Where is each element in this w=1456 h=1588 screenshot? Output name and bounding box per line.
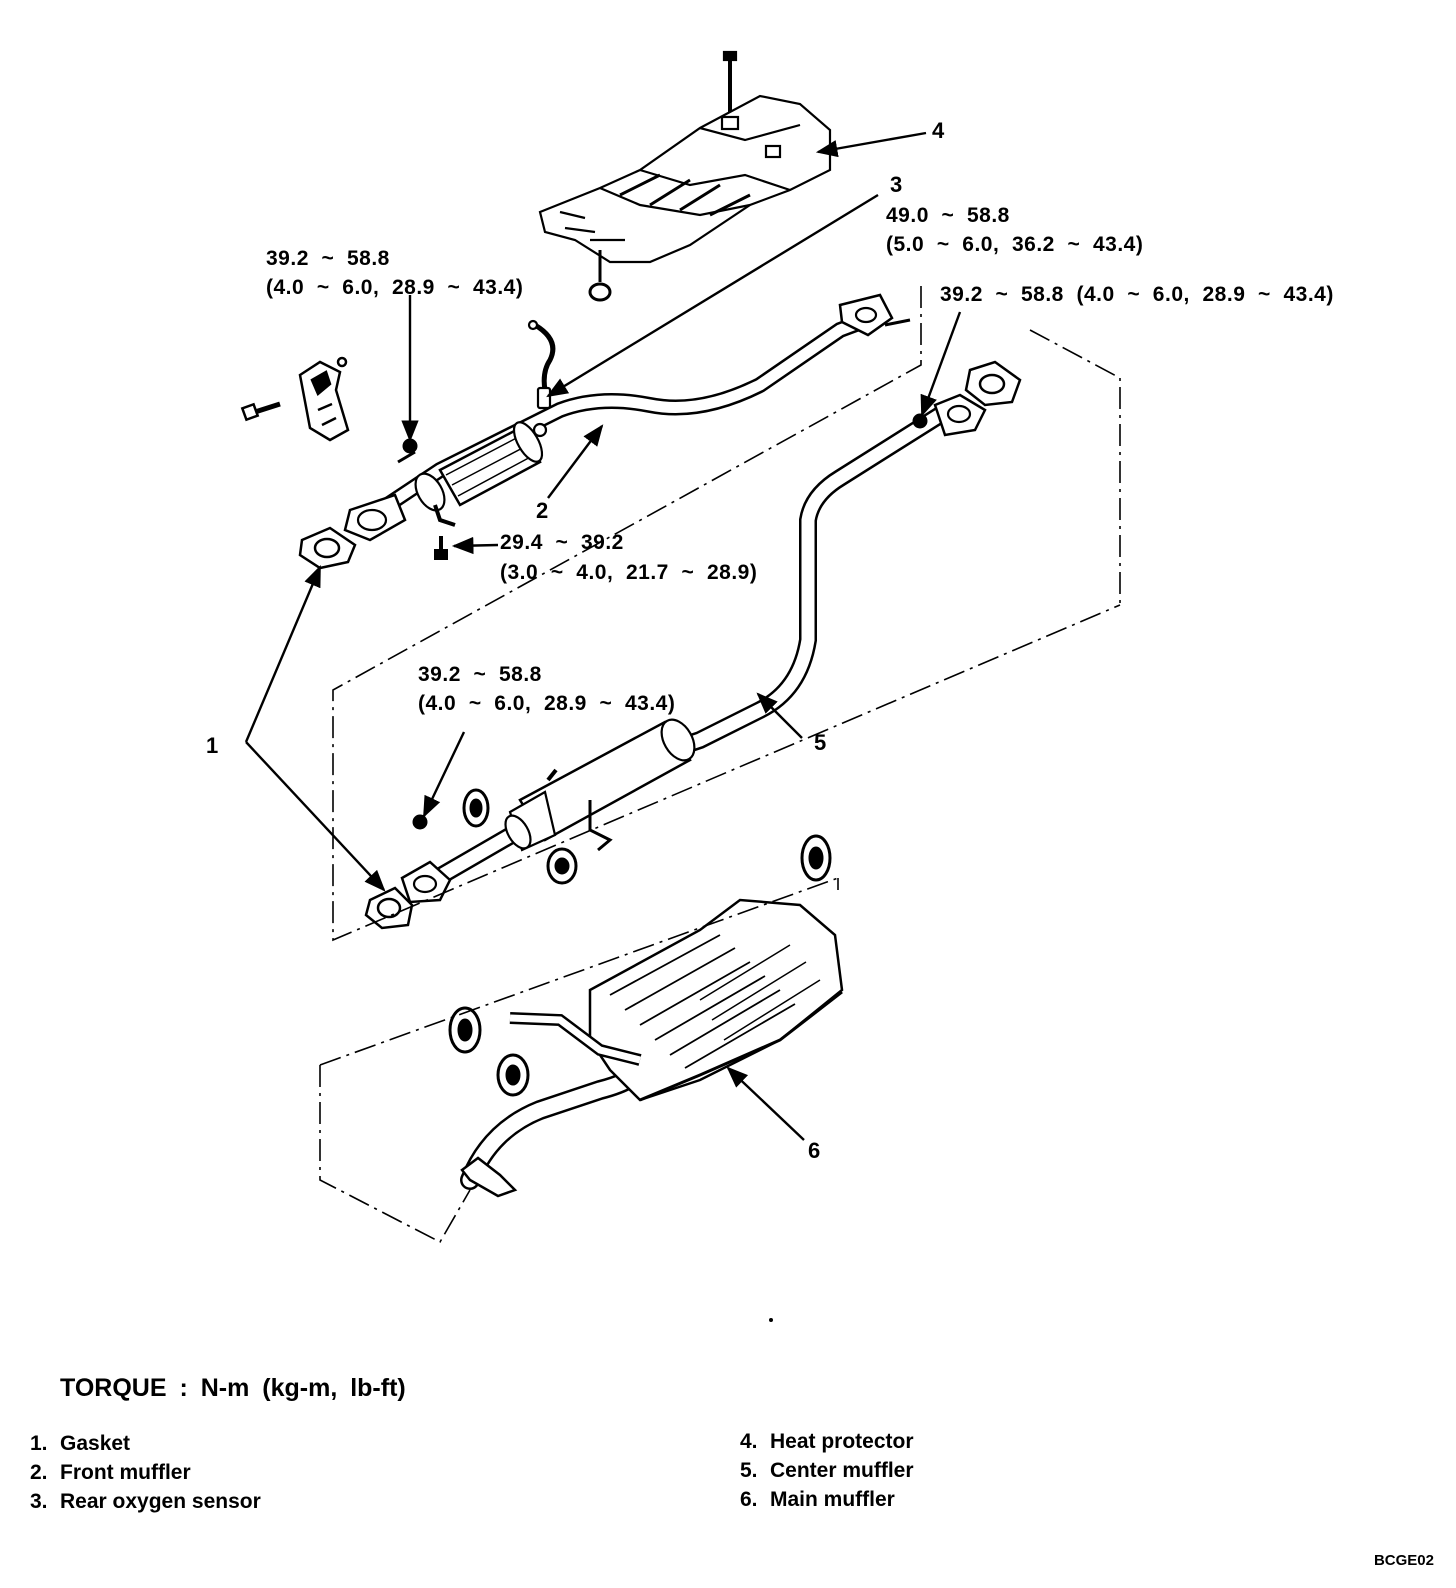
- legend-item-2: 2. Front muffler: [30, 1461, 191, 1485]
- legend-number: 3.: [30, 1490, 48, 1513]
- stray-dot: [769, 1318, 773, 1322]
- torque-front-flange-line1: 39.2 ~ 58.8: [266, 247, 390, 270]
- torque-sensor-line2: (5.0 ~ 6.0, 36.2 ~ 43.4): [886, 233, 1144, 256]
- callout-5: 5: [814, 730, 827, 755]
- front-muffler: [343, 293, 911, 542]
- rubber-hangers-center: [412, 413, 928, 885]
- callout-6: 6: [808, 1138, 821, 1163]
- rubber-hangers-main: [448, 834, 832, 1097]
- figure-code: BCGE02: [1373, 1552, 1434, 1569]
- legend-item-5: 5. Center muffler: [740, 1459, 914, 1483]
- legend-item-3: 3. Rear oxygen sensor: [30, 1490, 261, 1514]
- callout-1: 1: [206, 733, 219, 758]
- callout-4: 4: [932, 118, 945, 143]
- gasket-center-top: [964, 360, 1022, 407]
- torque-front-flange-line2: (4.0 ~ 6.0, 28.9 ~ 43.4): [266, 276, 524, 299]
- torque-center-flange: 39.2 ~ 58.8 (4.0 ~ 6.0, 28.9 ~ 43.4): [940, 283, 1334, 306]
- legend-number: 5.: [740, 1459, 758, 1482]
- heat-protector: [538, 50, 832, 302]
- torque-sensor-line1: 49.0 ~ 58.8: [886, 204, 1010, 227]
- main-muffler: [460, 898, 844, 1198]
- torque-unit-label: TORQUE : N-m (kg-m, lb-ft): [60, 1374, 406, 1402]
- legend-label: Main muffler: [770, 1488, 895, 1511]
- legend-number: 6.: [740, 1488, 758, 1511]
- legend-label: Gasket: [60, 1432, 131, 1455]
- legend-item-1: 1. Gasket: [30, 1432, 130, 1456]
- bracket-bolt: [434, 536, 448, 560]
- group-outline-lines: [319, 286, 1121, 1244]
- legend-number: 2.: [30, 1461, 48, 1484]
- legend-label: Center muffler: [770, 1459, 914, 1482]
- nut-front-flange: [397, 438, 418, 464]
- gasket-center-bottom: [364, 886, 414, 930]
- callout-3: 3: [890, 172, 903, 197]
- legend-number: 4.: [740, 1430, 758, 1453]
- legend-number: 1.: [30, 1432, 48, 1455]
- torque-bracket-bolt-line1: 29.4 ~ 39.2: [500, 531, 624, 554]
- torque-center-joint-line1: 39.2 ~ 58.8: [418, 663, 542, 686]
- leader-lines: [244, 131, 962, 1141]
- torque-bracket-bolt-line2: (3.0 ~ 4.0, 21.7 ~ 28.9): [500, 561, 758, 584]
- legend-item-4: 4. Heat protector: [740, 1430, 914, 1454]
- legend-item-6: 6. Main muffler: [740, 1488, 895, 1512]
- legend-label: Heat protector: [770, 1430, 914, 1453]
- legend-label: Rear oxygen sensor: [60, 1490, 261, 1513]
- callout-2: 2: [536, 498, 549, 523]
- torque-center-joint-line2: (4.0 ~ 6.0, 28.9 ~ 43.4): [418, 692, 676, 715]
- gasket-front: [298, 526, 357, 570]
- bracket: [240, 356, 350, 442]
- legend-label: Front muffler: [60, 1461, 191, 1484]
